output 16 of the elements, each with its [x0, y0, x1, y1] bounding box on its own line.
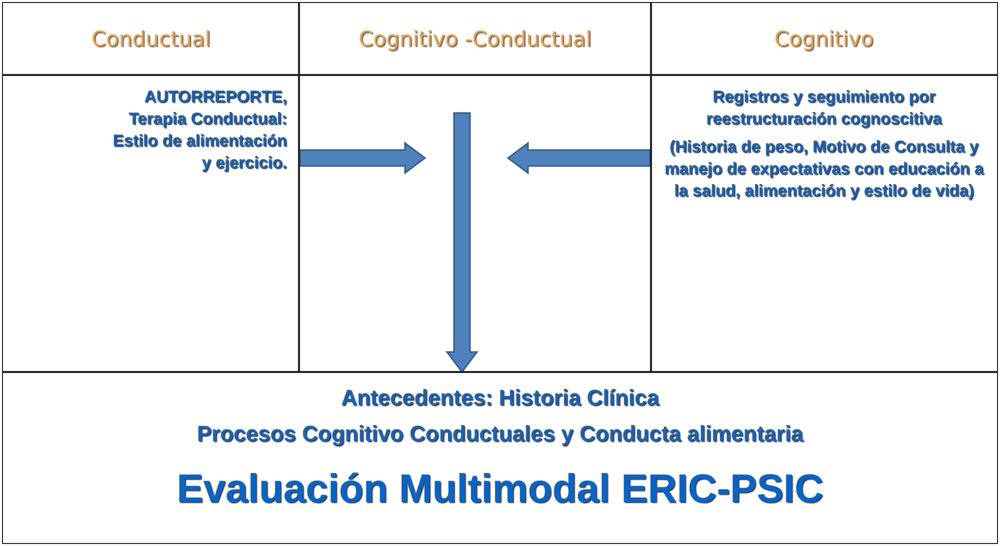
note-text: (Historia de peso, Motivo de Consulta y manejo de expectativas con educación a la salud, alimentación y estilo de vida)	[663, 137, 985, 202]
summary-text: Procesos Cognitivo Conductuales y Conducta alimentaria	[196, 421, 804, 447]
summary-panel	[2, 372, 998, 544]
table-cell	[298, 75, 652, 372]
summary-text: Antecedentes: Historia Clínica	[341, 385, 659, 411]
column-header: Cognitivo -Conductual	[298, 2, 652, 75]
column-header: Conductual	[2, 2, 300, 75]
table-cell	[2, 75, 300, 372]
heading-text: Evaluación Multimodal ERIC-PSIC	[176, 467, 824, 511]
block-arrow	[299, 142, 426, 174]
block-arrow	[506, 142, 651, 174]
column-header: Cognitivo	[650, 2, 998, 75]
body-text: AUTORREPORTE, Terapia Conductual: Estilo de alimentación y ejercicio.	[112, 87, 287, 174]
table-cell	[650, 75, 998, 372]
body-text: Registros y seguimiento por reestructuración cognoscitiva	[705, 87, 943, 130]
block-arrow	[446, 112, 478, 374]
